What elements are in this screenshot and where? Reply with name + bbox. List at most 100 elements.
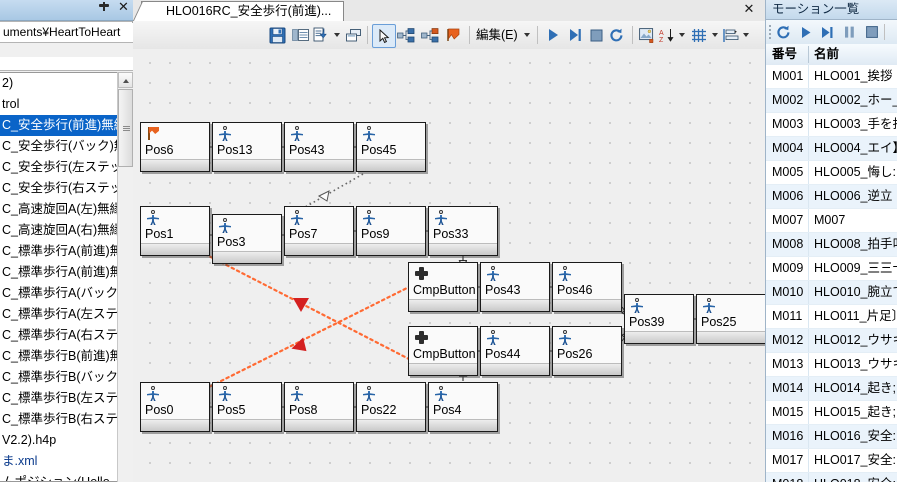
project-tree-item[interactable]: V2.2).h4p bbox=[2, 433, 57, 447]
flowchart-node[interactable]: CmpButton bbox=[408, 326, 478, 376]
project-tree-item[interactable]: C_標準歩行A(前進)無 bbox=[2, 244, 123, 258]
play-icon[interactable] bbox=[796, 23, 815, 41]
tab-hlo016rc[interactable]: HLO016RC_安全歩行(前進)... bbox=[132, 1, 345, 22]
grid-icon[interactable] bbox=[689, 24, 709, 46]
column-header-name[interactable]: 名前 bbox=[814, 47, 840, 61]
import-dropdown-caret-icon[interactable] bbox=[331, 24, 342, 46]
flowchart-node[interactable]: Pos1 bbox=[140, 206, 210, 256]
flowchart-node[interactable]: Pos43 bbox=[480, 262, 550, 312]
project-tree-item[interactable]: ま.xml bbox=[2, 454, 38, 468]
stop-icon[interactable] bbox=[586, 24, 606, 46]
flag-icon[interactable] bbox=[443, 24, 463, 46]
add-node-alt-icon[interactable] bbox=[419, 24, 441, 46]
flowchart-node[interactable]: Pos22 bbox=[356, 382, 426, 432]
project-tree-item[interactable]: C_標準歩行B(前進)無 bbox=[2, 349, 123, 363]
project-tree-item[interactable]: C_標準歩行B(右ステ bbox=[2, 412, 118, 426]
align-dropdown-caret-icon[interactable] bbox=[740, 24, 751, 46]
flowchart-node[interactable]: Pos13 bbox=[212, 122, 282, 172]
add-node-icon[interactable] bbox=[395, 24, 417, 46]
close-icon[interactable]: ✕ bbox=[118, 0, 129, 15]
flowchart-node[interactable]: Pos3 bbox=[212, 214, 282, 264]
table-row[interactable]: M018HLO018_安全: bbox=[766, 473, 897, 482]
copy-layers-icon[interactable] bbox=[342, 24, 364, 46]
pointer-select-icon[interactable] bbox=[372, 24, 396, 48]
project-tree-item[interactable]: C_標準歩行B(左ステ bbox=[2, 391, 118, 405]
flowchart-node[interactable]: Pos33 bbox=[428, 206, 498, 256]
project-tree-item[interactable]: C_標準歩行A(右ステ bbox=[2, 328, 118, 342]
flowchart-node[interactable]: Pos26 bbox=[552, 326, 622, 376]
flowchart-node[interactable]: Pos5 bbox=[212, 382, 282, 432]
flowchart-node[interactable]: Pos7 bbox=[284, 206, 354, 256]
save-icon[interactable] bbox=[266, 24, 288, 46]
pause-icon[interactable] bbox=[840, 23, 859, 41]
edit-menu-button[interactable]: 編集(E) bbox=[476, 28, 518, 42]
reload-icon[interactable] bbox=[606, 24, 626, 46]
flowchart-node[interactable]: CmpButton bbox=[408, 262, 478, 312]
flowchart-node[interactable]: Pos8 bbox=[284, 382, 354, 432]
sort-dropdown-caret-icon[interactable] bbox=[676, 24, 687, 46]
image-export-icon[interactable] bbox=[637, 24, 657, 46]
scrollbar-thumb[interactable] bbox=[118, 89, 133, 167]
project-tree-scrollbar[interactable] bbox=[117, 72, 133, 482]
project-tree-item[interactable]: ムポジション(Hello_ bbox=[2, 475, 117, 482]
sort-az-icon[interactable]: A Z bbox=[658, 24, 676, 46]
align-icon[interactable] bbox=[721, 24, 741, 46]
project-tree-item[interactable]: C_安全歩行(左ステッ bbox=[2, 160, 123, 174]
project-tree-item[interactable]: 2) bbox=[2, 76, 14, 90]
properties-grid-icon[interactable] bbox=[289, 24, 311, 46]
grid-dropdown-caret-icon[interactable] bbox=[709, 24, 720, 46]
flowchart-node[interactable]: Pos9 bbox=[356, 206, 426, 256]
import-icon[interactable] bbox=[311, 24, 331, 46]
project-tree-item[interactable]: C_標準歩行A(前進)無 bbox=[2, 265, 123, 279]
step-forward-icon[interactable] bbox=[565, 24, 585, 46]
project-tree-item[interactable]: C_標準歩行A(左ステ bbox=[2, 307, 118, 321]
project-tree-item[interactable]: C_安全歩行(前進)無縁 bbox=[0, 115, 133, 136]
column-divider[interactable] bbox=[808, 46, 809, 63]
play-icon[interactable] bbox=[543, 24, 563, 46]
reload-icon[interactable] bbox=[774, 23, 793, 41]
flowchart-node[interactable]: Pos44 bbox=[480, 326, 550, 376]
tab-close-icon[interactable]: ✕ bbox=[743, 2, 755, 17]
project-tree-item[interactable]: trol bbox=[2, 97, 20, 111]
flowchart-node[interactable]: Pos4 bbox=[428, 382, 498, 432]
flowchart-node[interactable]: Pos46 bbox=[552, 262, 622, 312]
flowchart-node[interactable]: Pos25 bbox=[696, 294, 765, 344]
project-tree-item[interactable]: C_高速旋回A(左)無縁 bbox=[2, 202, 123, 216]
flowchart-node[interactable]: Pos6 bbox=[140, 122, 210, 172]
project-tree-item[interactable]: C_安全歩行(バック)無 bbox=[2, 139, 127, 153]
flowchart-node[interactable]: Pos0 bbox=[140, 382, 210, 432]
project-tree-item[interactable]: C_高速旋回A(右)無縁 bbox=[2, 223, 123, 237]
column-header-no[interactable]: 番号 bbox=[772, 47, 798, 61]
stop-icon[interactable] bbox=[862, 23, 881, 41]
flowchart-node[interactable]: Pos45 bbox=[356, 122, 426, 172]
flowchart-node[interactable]: Pos39 bbox=[624, 294, 694, 344]
pin-icon[interactable] bbox=[98, 1, 111, 16]
edit-menu-caret-icon[interactable] bbox=[521, 24, 533, 46]
toolbar-grip-icon[interactable] bbox=[769, 25, 772, 39]
project-tree-item[interactable]: C_安全歩行(右ステッ bbox=[2, 181, 123, 195]
flowchart-node[interactable]: Pos43 bbox=[284, 122, 354, 172]
path-field[interactable]: uments¥HeartToHeart bbox=[0, 21, 133, 43]
project-tree-item[interactable]: C_標準歩行B(バック) bbox=[2, 370, 123, 384]
step-forward-icon[interactable] bbox=[818, 23, 837, 41]
